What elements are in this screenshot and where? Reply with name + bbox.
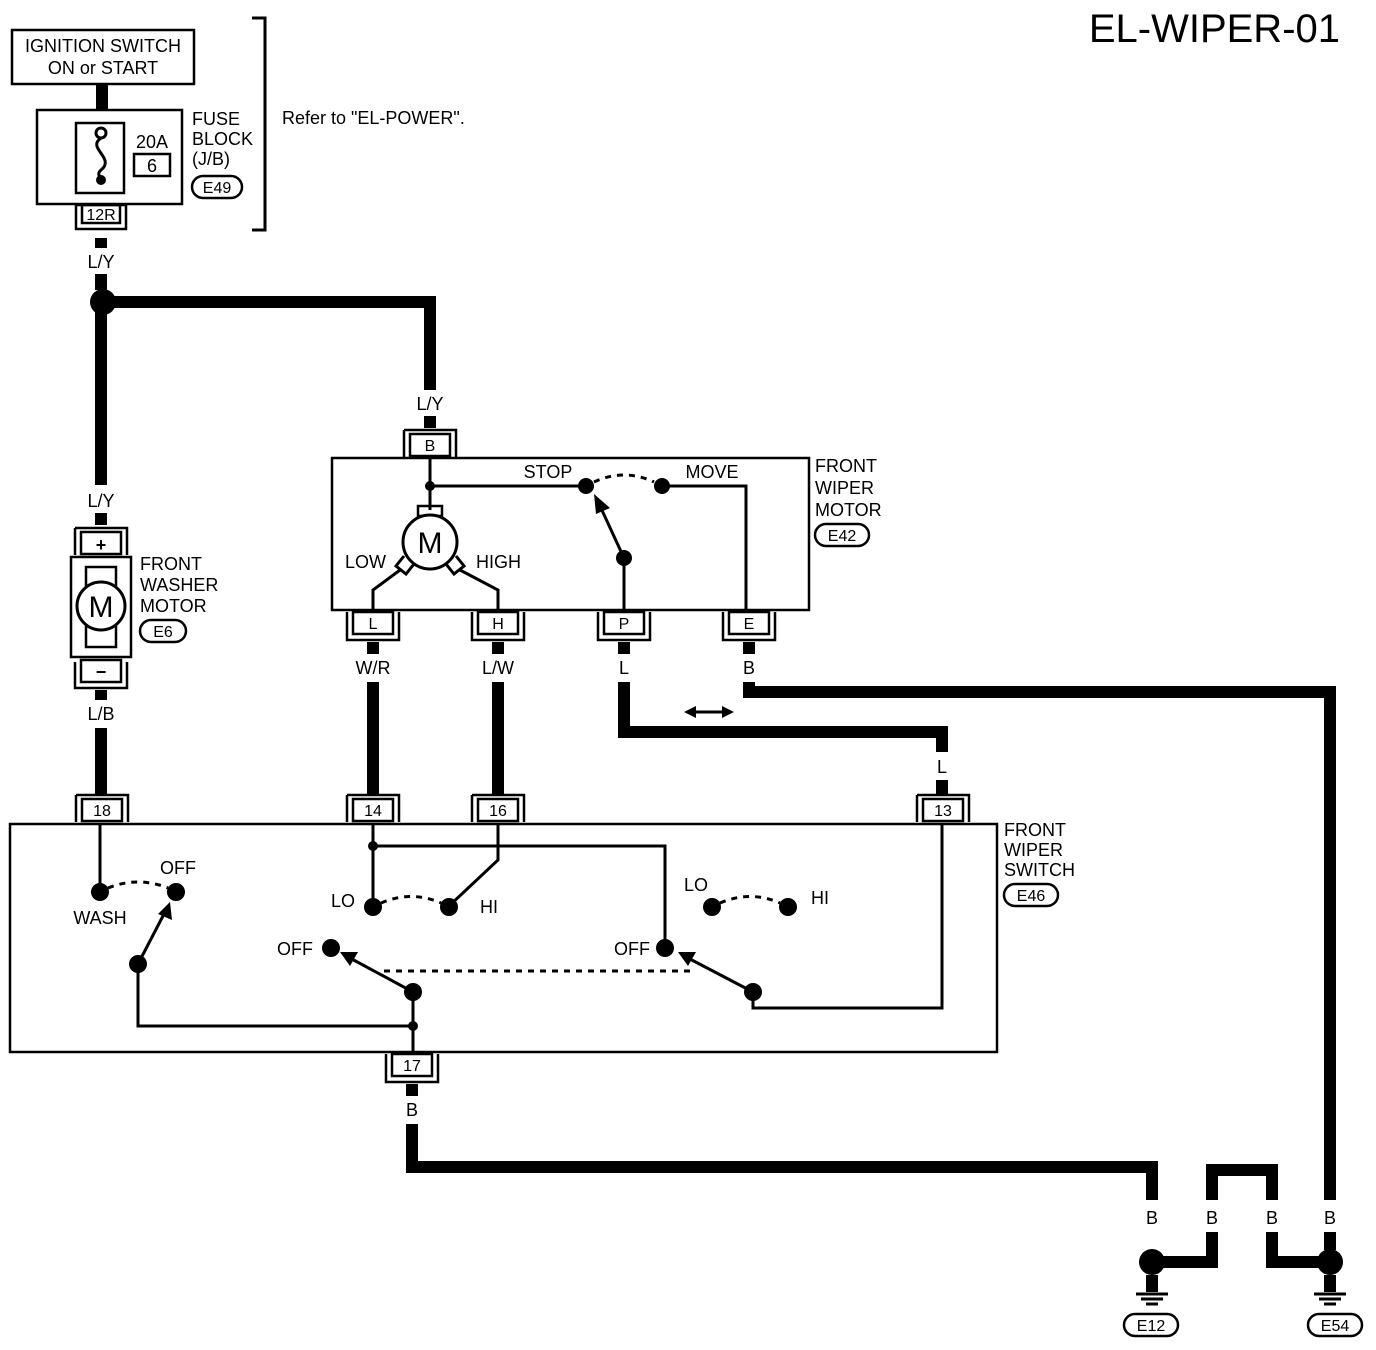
wiper-switch-box: [8, 822, 999, 1054]
ignition-label-1: IGNITION SWITCH: [25, 36, 181, 56]
wire-color-b-g2: B: [1206, 1208, 1218, 1228]
fuse-number: 6: [147, 156, 157, 176]
fuse-block: 20A 6: [35, 108, 184, 206]
wiper-motor-label-3: MOTOR: [815, 500, 882, 520]
ignition-switch: IGNITION SWITCH ON or START: [10, 28, 196, 86]
fuse-block-code: E49: [203, 180, 232, 197]
park-move-label: MOVE: [685, 462, 738, 482]
pin-p: P: [619, 616, 630, 633]
switch-lo-label-2: LO: [684, 875, 708, 895]
wire-color-b-e: B: [743, 658, 755, 678]
wire-color-wr: W/R: [356, 658, 391, 678]
wiper-switch-connector-13: 13: [915, 793, 971, 823]
wire-color-b-g4: B: [1324, 1208, 1336, 1228]
switch-off-label-1: OFF: [277, 939, 313, 959]
wire-color-l-p: L: [619, 658, 629, 678]
switch-off-label-2: OFF: [614, 939, 650, 959]
wiper-motor-icon: [401, 513, 459, 571]
diagram-title: EL-WIPER-01: [1089, 7, 1340, 51]
fuse-amp: 20A: [136, 132, 168, 152]
washer-minus: −: [96, 662, 107, 682]
wiper-motor-label-2: WIPER: [815, 478, 874, 498]
wiper-motor-connector-b: B: [402, 428, 458, 458]
washer-motor-symbol: M: [89, 591, 114, 624]
wiper-motor-code: E42: [828, 528, 857, 545]
wiper-motor-connector-e: E: [721, 610, 777, 642]
wiper-motor-box: [330, 456, 811, 612]
ground-e12-code: E12: [1137, 1318, 1166, 1335]
washer-motor-icon: [75, 580, 127, 632]
wiper-motor-connector-h: H: [470, 610, 526, 642]
fuse-icon: [95, 136, 107, 181]
double-arrow-icon: [684, 706, 734, 718]
fuse-block-label-3: (J/B): [192, 149, 230, 169]
pin-17: 17: [403, 1058, 421, 1075]
pin-b: B: [425, 438, 436, 455]
washer-motor-label-1: FRONT: [140, 554, 202, 574]
wiper-switch-label-3: SWITCH: [1004, 860, 1075, 880]
ignition-label-2: ON or START: [48, 58, 158, 78]
refer-note: Refer to "EL-POWER".: [282, 108, 465, 128]
switch-lo-label-1: LO: [331, 891, 355, 911]
switch-wash-label: WASH: [73, 908, 126, 928]
wiper-switch-connector-18: 18: [74, 793, 130, 823]
motor-high-label: HIGH: [476, 552, 521, 572]
wiper-switch-label-1: FRONT: [1004, 820, 1066, 840]
wire-color-b-17: B: [406, 1100, 418, 1120]
wire-color-l-13: L: [937, 757, 947, 777]
pin-h: H: [492, 616, 504, 633]
pin-13: 13: [934, 803, 952, 820]
pin-l: L: [369, 616, 378, 633]
fuse-block-label-1: FUSE: [192, 109, 240, 129]
pin-18: 18: [93, 803, 111, 820]
motor-low-label: LOW: [345, 552, 386, 572]
switch-hi-label-1: HI: [480, 897, 498, 917]
park-stop-label: STOP: [524, 462, 573, 482]
ground-e54-code: E54: [1321, 1318, 1350, 1335]
pin-14: 14: [364, 803, 382, 820]
washer-motor: + M −: [69, 526, 133, 690]
connector-12r: 12R: [74, 203, 128, 231]
wiper-switch-connector-16: 16: [470, 793, 526, 823]
wiper-switch-label-2: WIPER: [1004, 840, 1063, 860]
wiper-switch-connector-17: 17: [384, 1052, 440, 1084]
connector-12r-label: 12R: [86, 207, 115, 224]
switch-hi-label-2: HI: [811, 888, 829, 908]
wiper-motor-connector-p: P: [596, 610, 652, 642]
wire-color-ly-washer: L/Y: [87, 491, 114, 511]
wiper-motor-label-1: FRONT: [815, 456, 877, 476]
ground-e12: E12: [1122, 1249, 1180, 1338]
switch-off-label-wash: OFF: [160, 858, 196, 878]
wiper-switch-code: E46: [1017, 888, 1046, 905]
wiper-motor-symbol: M: [418, 527, 443, 560]
wiper-motor-connector-l: L: [345, 610, 401, 642]
power-bracket: [252, 16, 267, 232]
wire-color-lw: L/W: [482, 658, 514, 678]
washer-plus: +: [96, 535, 107, 555]
washer-motor-code: E6: [153, 624, 173, 641]
wire-color-b-g3: B: [1266, 1208, 1278, 1228]
ground-e54: E54: [1306, 1249, 1364, 1338]
wire-color-lb: L/B: [87, 704, 114, 724]
washer-motor-label-2: WASHER: [140, 575, 218, 595]
wiper-switch-connector-14: 14: [345, 793, 401, 823]
pin-16: 16: [489, 803, 507, 820]
fuse-block-label-2: BLOCK: [192, 129, 253, 149]
wire-color-ly-top: L/Y: [87, 252, 114, 272]
wire-color-ly-motor: L/Y: [416, 394, 443, 414]
washer-motor-label-3: MOTOR: [140, 596, 207, 616]
pin-e: E: [744, 616, 755, 633]
wire-color-b-g1: B: [1146, 1208, 1158, 1228]
